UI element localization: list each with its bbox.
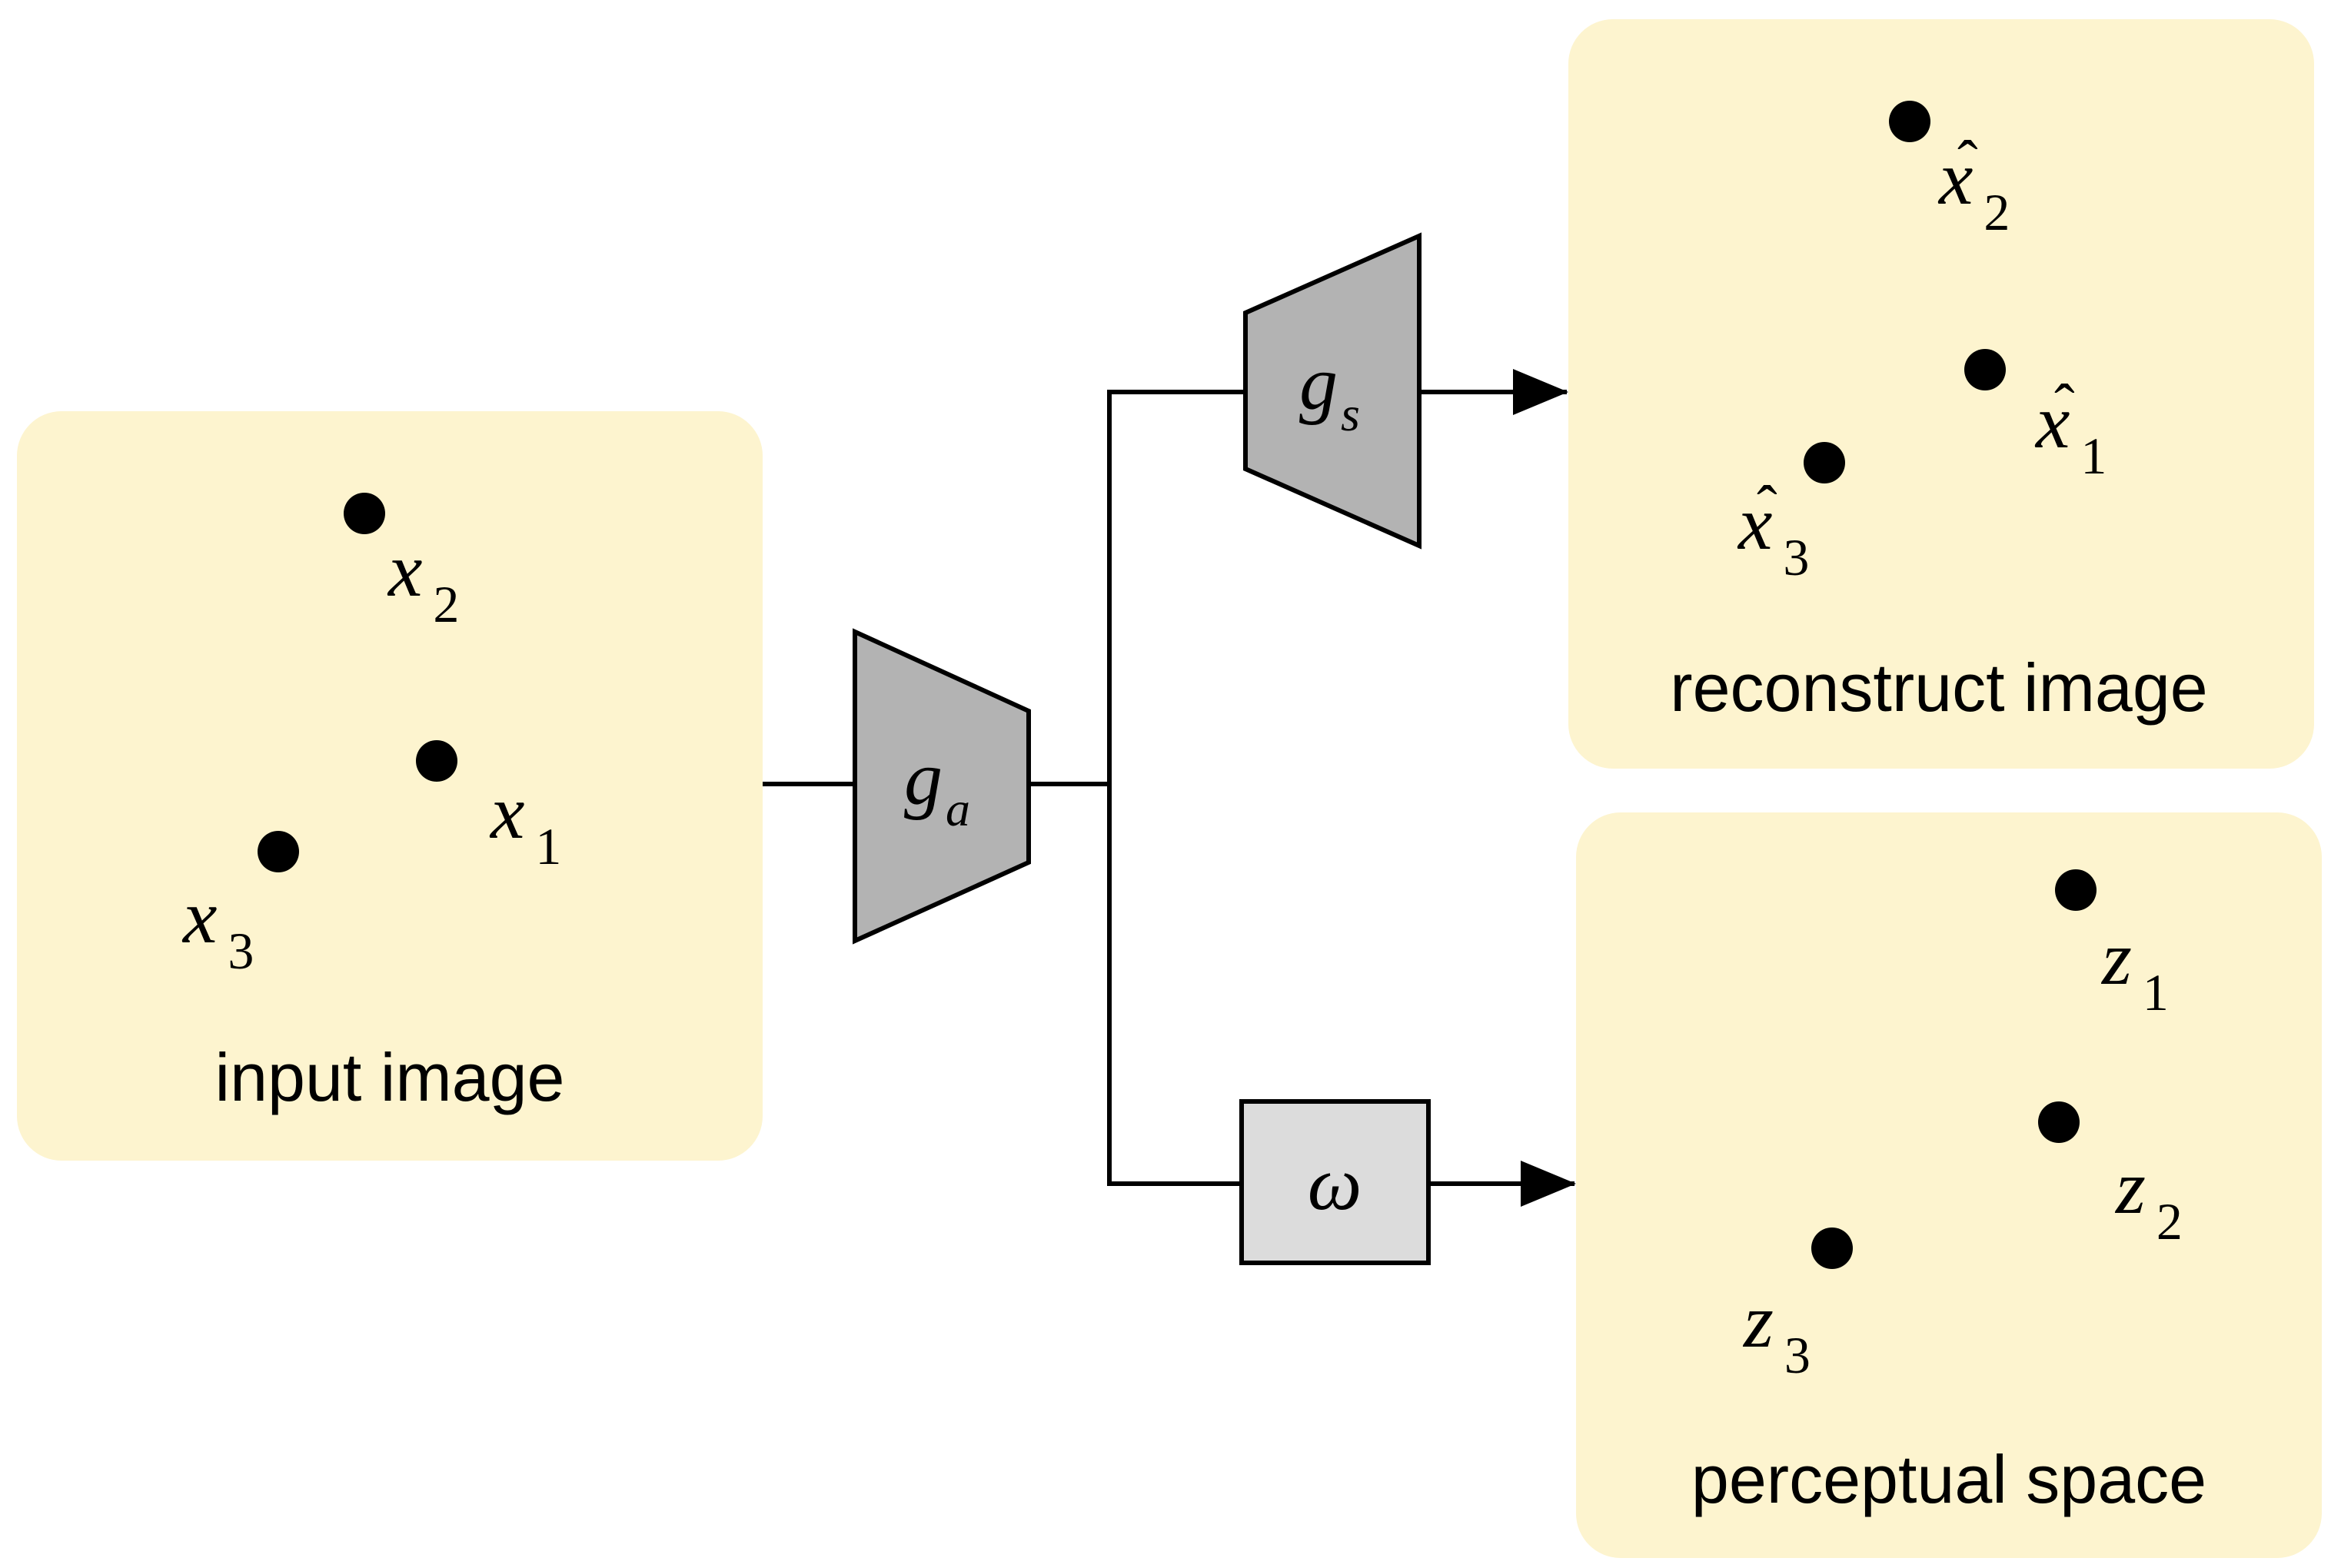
omega-label: ω bbox=[1308, 1141, 1362, 1226]
reconstruct-points bbox=[1804, 101, 2006, 483]
reconstruct-point-x3 bbox=[1804, 442, 1845, 483]
perceptual-points bbox=[1811, 869, 2097, 1269]
perceptual-point-z2 bbox=[2038, 1101, 2080, 1143]
reconstruct-hat-x3: ˆ bbox=[1757, 474, 1777, 542]
reconstruct-image-panel bbox=[1568, 19, 2314, 769]
reconstruct-image-caption: reconstruct image bbox=[1670, 649, 2207, 726]
input-point-x3 bbox=[258, 831, 299, 872]
synthesis-transform-label: gs bbox=[1299, 341, 1360, 441]
input-points bbox=[258, 493, 457, 872]
analysis-transform-block bbox=[853, 628, 1031, 945]
reconstruct-point-x1 bbox=[1964, 349, 2006, 390]
input-point-x2 bbox=[344, 493, 385, 534]
reconstruct-hat-x2: ˆ bbox=[1957, 129, 1978, 197]
perceptual-point-z1 bbox=[2055, 869, 2097, 911]
perceptual-point-z3 bbox=[1811, 1227, 1853, 1269]
omega-block bbox=[1239, 1099, 1431, 1265]
synthesis-transform-block bbox=[1243, 232, 1422, 550]
reconstruct-hat-x1: ˆ bbox=[2054, 373, 2075, 440]
reconstruct-point-x2 bbox=[1889, 101, 1930, 142]
analysis-transform-label: ga bbox=[904, 736, 970, 836]
input-point-x1 bbox=[416, 740, 457, 782]
input-image-panel bbox=[17, 411, 763, 1161]
perceptual-space-caption: perceptual space bbox=[1691, 1441, 2206, 1517]
input-image-caption: input image bbox=[215, 1039, 565, 1115]
perceptual-space-panel bbox=[1576, 812, 2322, 1558]
